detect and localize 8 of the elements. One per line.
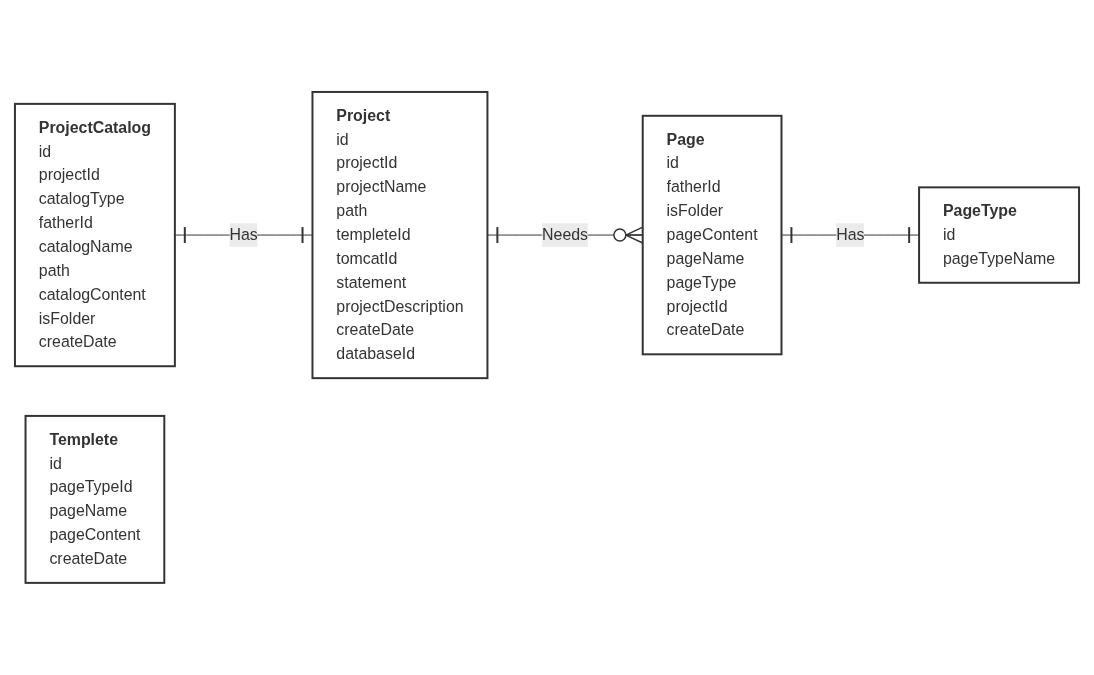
relationship-label: Has	[229, 223, 258, 248]
entity-table: PageType id pageTypeName	[918, 186, 1081, 284]
relationship-label: Needs	[542, 223, 589, 248]
relationship-label: Has	[836, 223, 865, 248]
entity-table: Templete id pageTypeId pageName pageContent createDate	[24, 415, 166, 584]
entity-table: Page id fatherId isFolder pageContent pageName pageType projectId createDate	[641, 114, 783, 356]
entity-table: Project id projectId projectName path templeteId tomcatId statement projectDescription createDate databaseId	[311, 91, 489, 380]
entity-table: ProjectCatalog id projectId catalogType fatherId catalogName path catalogContent isFolder createDate	[13, 102, 176, 368]
